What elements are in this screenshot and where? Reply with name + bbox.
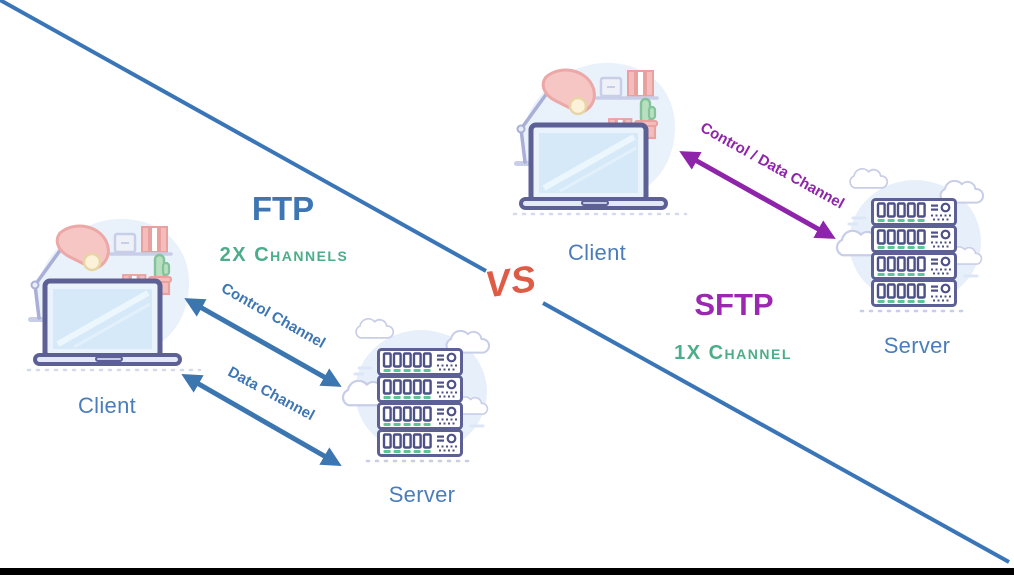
ftp-server-label: Server bbox=[388, 482, 456, 507]
ftp-client-label: Client bbox=[77, 393, 137, 418]
sftp-title: SFTP bbox=[694, 287, 774, 322]
ftp-data-channel-label: Data Channel bbox=[225, 363, 318, 425]
ftp-channel-count: 2X Channels bbox=[219, 244, 349, 266]
vs-label: VS bbox=[482, 257, 540, 306]
ftp-server-illustration bbox=[333, 310, 503, 480]
sftp-server-label: Server bbox=[883, 333, 951, 358]
ftp-client-illustration bbox=[22, 213, 207, 373]
ftp-title: FTP bbox=[251, 190, 315, 227]
ftp-control-channel-label: Control Channel bbox=[218, 279, 329, 352]
bottom-black-bar bbox=[0, 568, 1014, 575]
sftp-client-illustration bbox=[508, 57, 693, 217]
sftp-server-illustration bbox=[827, 160, 997, 330]
sftp-client-label: Client bbox=[567, 240, 627, 265]
sftp-channel-count: 1X Channel bbox=[674, 342, 792, 364]
